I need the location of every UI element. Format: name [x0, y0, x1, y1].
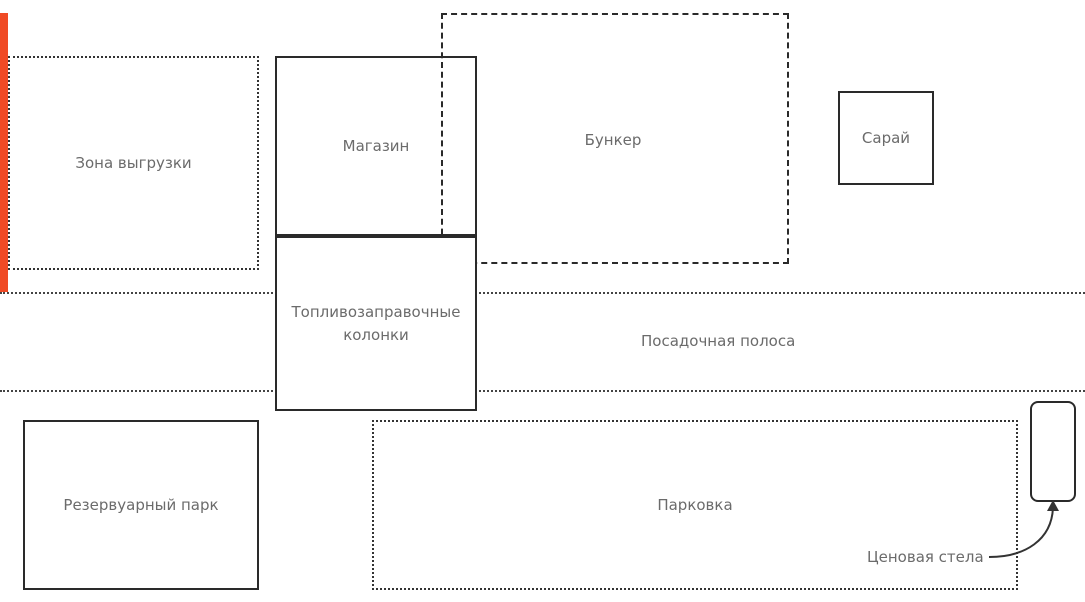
fuel-pumps-label: Топливозаправочные колонки — [291, 302, 461, 344]
arrow-head — [1047, 500, 1059, 511]
arrow-curved-icon — [988, 500, 1059, 558]
shop-zone[interactable]: Магазин — [275, 56, 477, 236]
accent-bar — [0, 13, 8, 292]
tank-farm-label: Резервуарный парк — [63, 495, 219, 514]
unloading-zone[interactable]: Зона выгрузки — [8, 56, 259, 270]
runway-top-boundary — [0, 292, 1085, 294]
shed-label: Сарай — [861, 128, 911, 147]
shop-label: Магазин — [342, 136, 410, 155]
parking-zone[interactable]: Парковка — [372, 420, 1018, 590]
fuel-pumps-zone[interactable]: Топливозаправочные колонки — [275, 234, 477, 411]
unloading-zone-label: Зона выгрузки — [75, 153, 192, 172]
runway-bottom-boundary — [0, 390, 1085, 392]
shed-zone[interactable]: Сарай — [838, 91, 934, 185]
arrow-path — [988, 506, 1054, 558]
parking-label: Парковка — [657, 495, 733, 514]
tank-farm-zone[interactable]: Резервуарный парк — [23, 420, 259, 590]
runway-label: Посадочная полоса — [641, 332, 796, 350]
bunker-zone[interactable]: Бункер — [441, 13, 789, 264]
bunker-label: Бункер — [584, 131, 642, 149]
price-sign-label: Ценовая стела — [867, 547, 984, 567]
price-sign[interactable] — [1030, 401, 1076, 502]
